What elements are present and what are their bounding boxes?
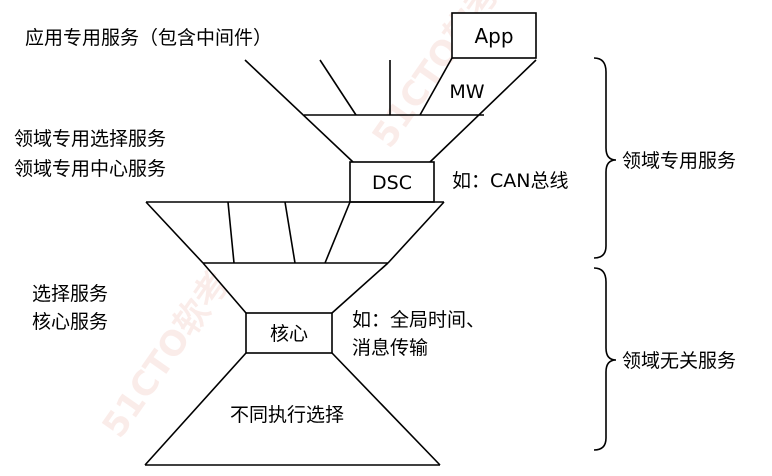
domain-independent-services-label: 领域无关服务	[622, 350, 736, 372]
core-example-line2: 消息传输	[352, 337, 428, 359]
app-services-label: 应用专用服务（包含中间件）	[25, 27, 272, 49]
dsc-label: DSC	[372, 172, 412, 194]
core-box	[245, 312, 333, 354]
domain-center-label: 领域专用中心服务	[14, 158, 166, 180]
core-example-line1: 如：全局时间、	[352, 309, 485, 331]
core-label: 核心	[270, 323, 308, 345]
domain-select-label: 领域专用选择服务	[14, 128, 166, 150]
app-label: App	[474, 24, 513, 48]
core-services-label: 核心服务	[32, 311, 108, 333]
app-box	[451, 12, 537, 59]
svg-text:51CTO软考: 51CTO软考	[95, 265, 238, 446]
execution-choice-label: 不同执行选择	[230, 404, 344, 426]
domain-funnel	[145, 201, 445, 314]
watermark: 51CTO软考 51CTO软考	[95, 0, 508, 445]
domain-specific-services-label: 领域专用服务	[622, 150, 736, 172]
execution-pyramid	[144, 352, 441, 466]
dsc-example-label: 如：CAN总线	[452, 170, 568, 192]
application-funnel	[244, 57, 537, 163]
select-services-label: 选择服务	[32, 283, 108, 305]
domain-specific-brace	[593, 57, 617, 259]
mw-label: MW	[449, 81, 484, 103]
domain-independent-brace	[593, 267, 617, 451]
